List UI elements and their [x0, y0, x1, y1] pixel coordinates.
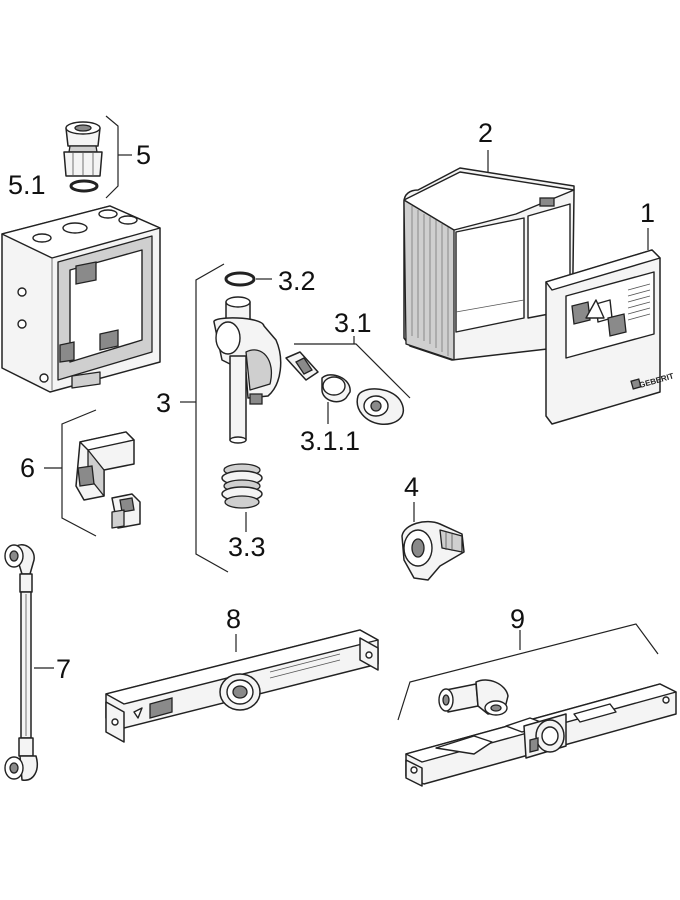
part-5-connector	[63, 121, 103, 177]
label-3-1-1: 3.1.1	[300, 426, 360, 456]
label-9: 9	[510, 604, 525, 634]
part-9-mounting-rail	[405, 683, 677, 787]
label-2: 2	[478, 118, 493, 148]
label-3: 3	[156, 388, 171, 418]
label-8: 8	[226, 604, 241, 634]
part-3-1-pin	[285, 351, 319, 381]
part-3-2-o-ring	[224, 271, 256, 287]
label-3-2: 3.2	[278, 266, 316, 296]
part-7-flexible-hose	[4, 544, 38, 781]
label-5: 5	[136, 140, 151, 170]
part-9-elbow-fitting	[438, 679, 509, 716]
part-2-protective-cover	[403, 167, 575, 361]
installation-box	[1, 205, 161, 393]
label-7: 7	[56, 654, 71, 684]
label-4: 4	[404, 472, 419, 502]
part-3-3-bellows-seal	[221, 463, 263, 509]
part-3-valve-body	[213, 296, 282, 444]
part-3-1-cap	[356, 388, 405, 425]
label-6: 6	[20, 453, 35, 483]
label-1: 1	[640, 198, 655, 228]
part-1-cover-plate: GEBERIT	[545, 249, 675, 425]
label-3-1: 3.1	[334, 308, 372, 338]
label-5-1: 5.1	[8, 170, 46, 200]
part-6-brackets	[75, 431, 141, 529]
part-8-mounting-rail	[105, 629, 379, 743]
label-3-3: 3.3	[228, 532, 266, 562]
part-3-1-1-sleeve	[321, 374, 351, 403]
part-4-adapter-clip	[401, 520, 465, 581]
part-5-1-seal-ring	[69, 179, 99, 193]
